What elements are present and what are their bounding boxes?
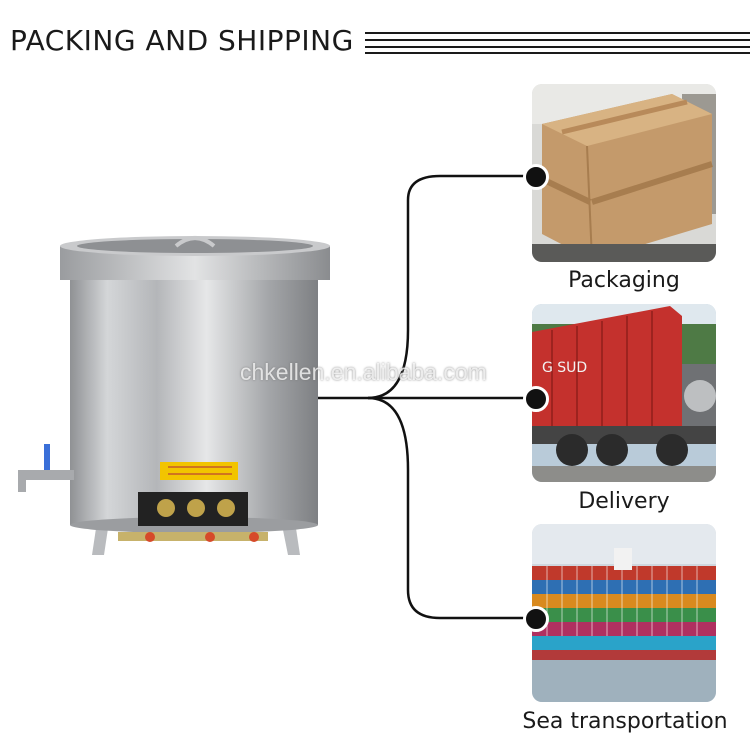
sea-transportation-marker-dot (523, 606, 549, 632)
stock-pot-image (18, 236, 330, 555)
packaging-photo (532, 84, 716, 262)
watermark-text: chkellen.en.alibaba.com (240, 359, 487, 385)
header-decoration-lines (365, 32, 750, 54)
sea-transportation-label: Sea transportation (522, 709, 728, 734)
delivery-photo: G SUD (532, 304, 716, 482)
svg-text:G SUD: G SUD (542, 360, 587, 376)
delivery-label: Delivery (578, 489, 670, 514)
page-title: PACKING AND SHIPPING (10, 24, 354, 57)
delivery-marker-dot (523, 386, 549, 412)
packaging-label: Packaging (568, 268, 680, 293)
sea-transportation-photo (532, 524, 716, 702)
packaging-marker-dot (523, 164, 549, 190)
